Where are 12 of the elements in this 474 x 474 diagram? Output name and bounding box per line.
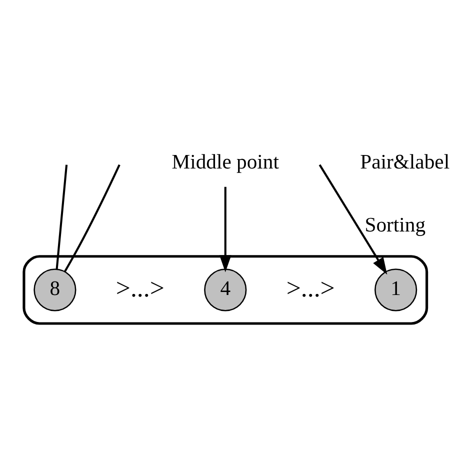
- arrow: [318, 164, 388, 275]
- node-circle: 1: [374, 268, 418, 312]
- node-circle: 4: [204, 268, 247, 312]
- arrow: [219, 186, 232, 272]
- node-circle: 8: [34, 268, 76, 312]
- node-text: Middle point: [172, 151, 279, 174]
- label: >...>: [116, 273, 164, 302]
- label: >...>: [286, 273, 335, 302]
- label: Pair&label: [360, 151, 450, 174]
- connector: [64, 164, 120, 272]
- edge-label: Sorting: [364, 214, 426, 237]
- connector: [56, 164, 68, 270]
